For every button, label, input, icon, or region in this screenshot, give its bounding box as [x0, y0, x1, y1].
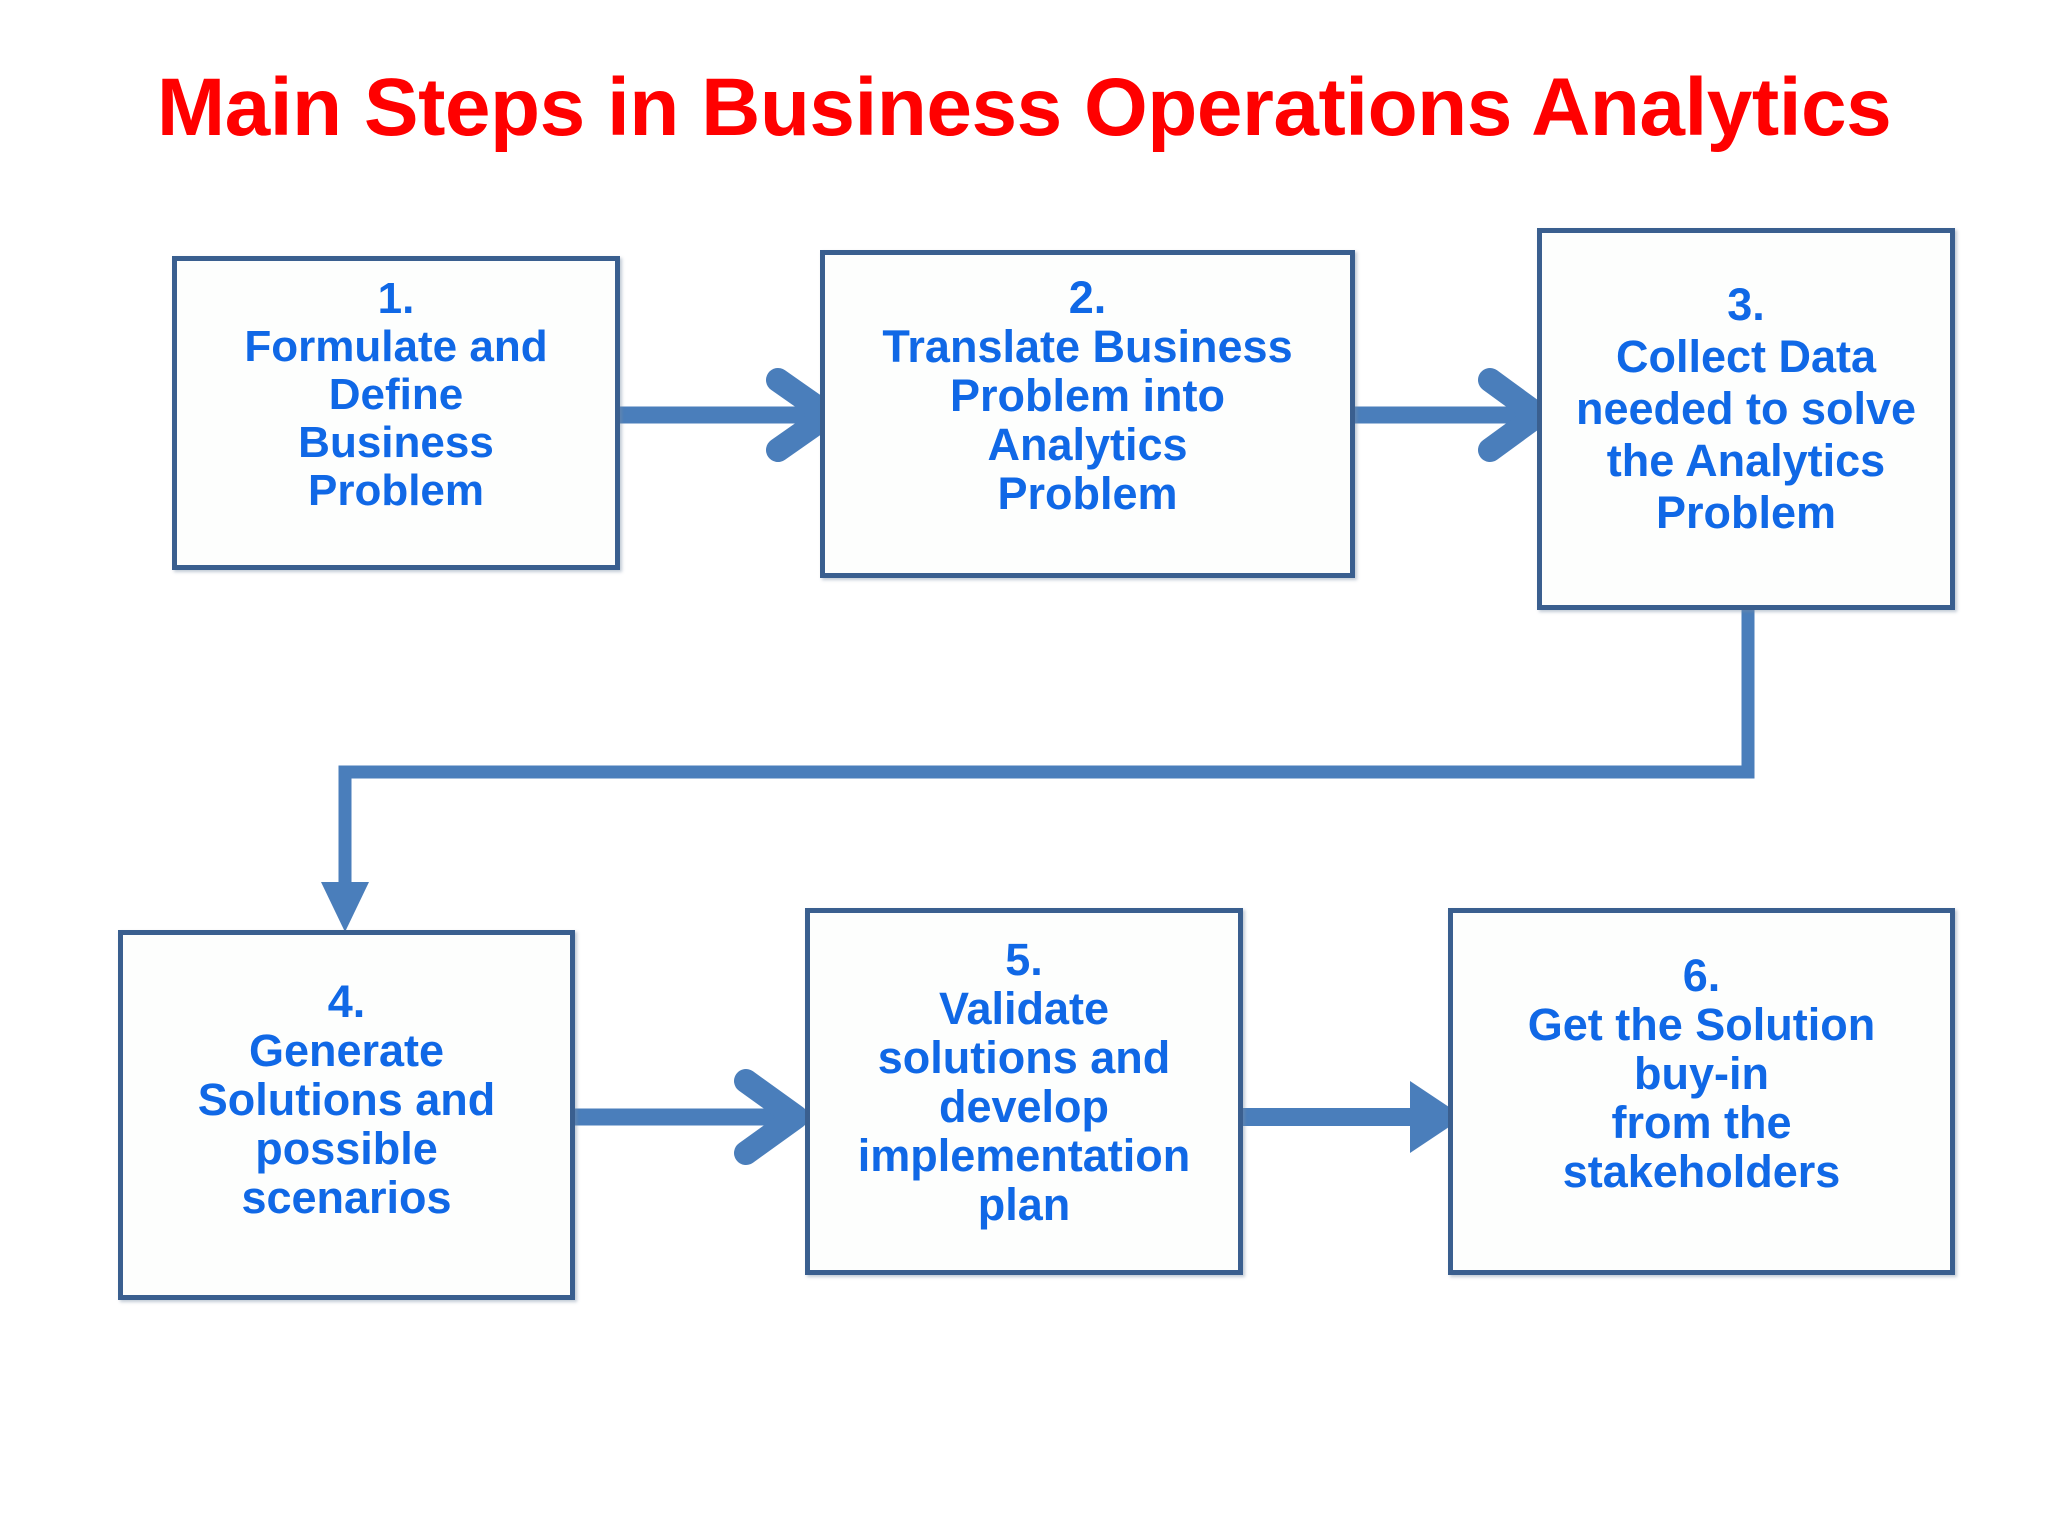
process-box-3[interactable]: 3. Collect Data needed to solve the Anal… [1537, 228, 1955, 610]
connector-5-to-6 [1228, 1081, 1464, 1153]
process-box-1-label: 1. Formulate and Define Business Problem [244, 274, 548, 515]
process-box-5-label: 5. Validate solutions and develop implem… [857, 934, 1191, 1230]
connector-4-to-5 [558, 1069, 808, 1165]
process-box-2-label: 2. Translate Business Problem into Analy… [882, 272, 1293, 519]
connector-3-to-4 [321, 596, 1755, 932]
page-title: Main Steps in Business Operations Analyt… [156, 62, 1892, 153]
process-box-4[interactable]: 4. Generate Solutions and possible scena… [118, 930, 575, 1300]
process-box-5[interactable]: 5. Validate solutions and develop implem… [805, 908, 1243, 1275]
process-box-1[interactable]: 1. Formulate and Define Business Problem [172, 256, 620, 570]
process-box-6-label: 6. Get the Solution buy-in from the stak… [1527, 950, 1876, 1197]
process-box-2[interactable]: 2. Translate Business Problem into Analy… [820, 250, 1355, 578]
process-box-4-label: 4. Generate Solutions and possible scena… [197, 976, 496, 1223]
process-box-3-label: 3. Collect Data needed to solve the Anal… [1575, 279, 1917, 538]
process-box-6[interactable]: 6. Get the Solution buy-in from the stak… [1448, 908, 1955, 1275]
